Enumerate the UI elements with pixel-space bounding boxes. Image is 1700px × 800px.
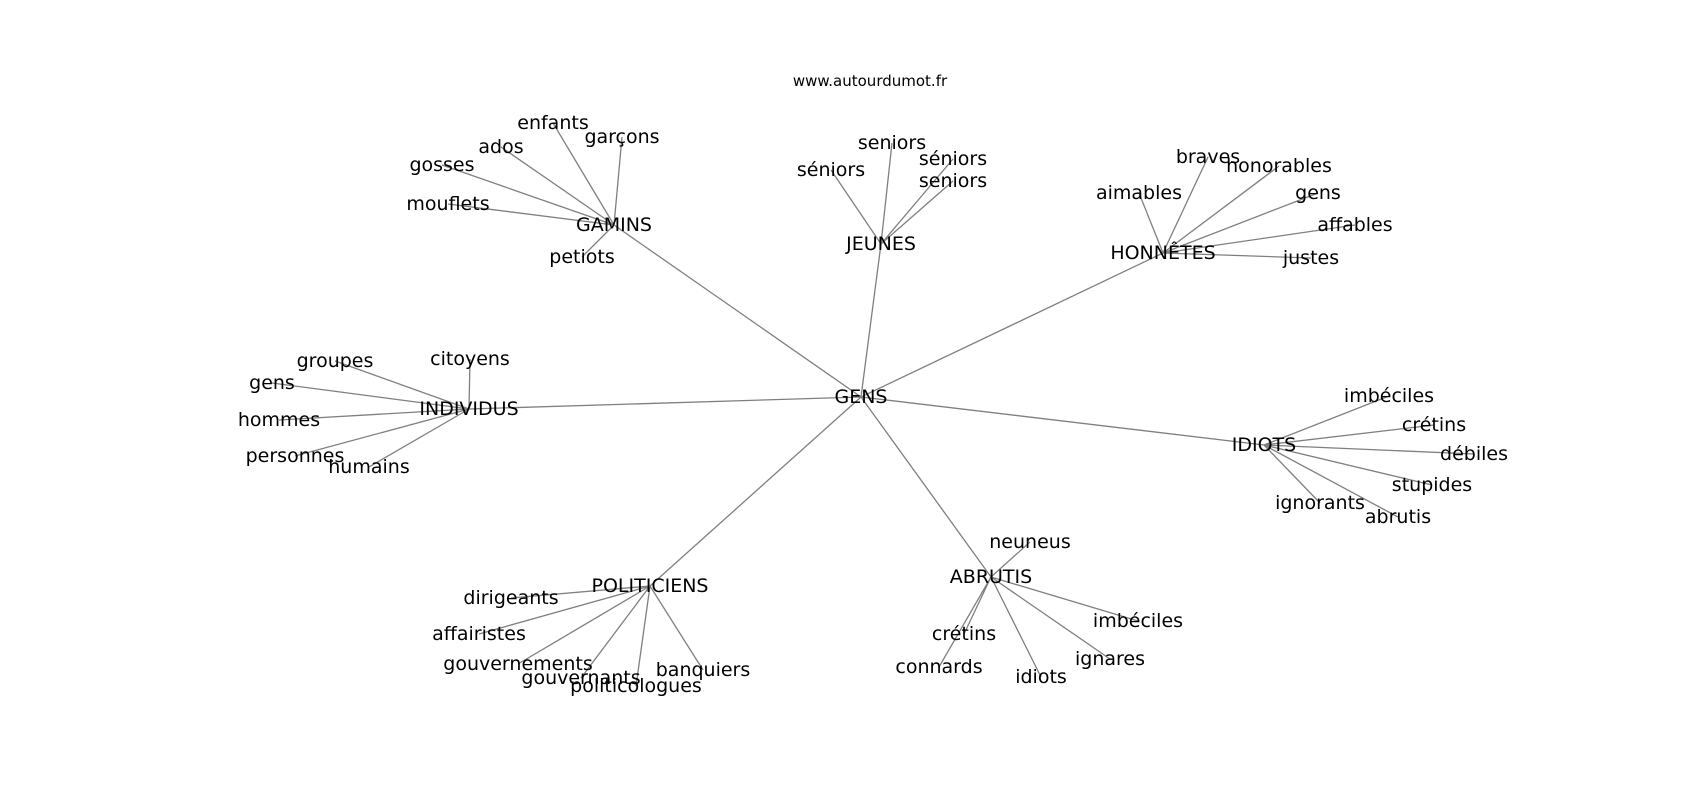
node-d_stupides: stupides xyxy=(1392,474,1472,496)
edge-individus-i_gens xyxy=(271,382,470,410)
edge-honnetes-h_justes xyxy=(1162,252,1312,259)
node-abrutis_hub: ABRUTIS xyxy=(950,566,1032,588)
edge-honnetes-h_affables xyxy=(1162,224,1356,254)
edge-politiciens-p_banquiers xyxy=(649,585,704,671)
edge-jeunes-j_seniors_acc1 xyxy=(830,169,882,245)
edge-jeunes-j_seniors2 xyxy=(880,180,954,245)
node-i_humains: humains xyxy=(328,456,409,478)
node-g_enfants: enfants xyxy=(517,112,588,134)
edge-gens_center-individus xyxy=(468,396,862,410)
node-p_banquiers: banquiers xyxy=(656,659,751,681)
node-jeunes: JEUNES xyxy=(845,233,916,255)
node-p_gouvernements: gouvernements xyxy=(443,653,592,675)
node-p_politicologues: politicologues xyxy=(570,675,702,697)
edge-gamins-g_ados xyxy=(500,146,615,226)
node-j_seniors_acc1: séniors xyxy=(797,159,865,181)
edge-gens_center-jeunes xyxy=(860,243,882,398)
node-i_groupes: groupes xyxy=(297,350,374,372)
node-g_petiots: petiots xyxy=(549,246,614,268)
edge-honnetes-h_honorables xyxy=(1162,165,1280,254)
edge-individus-i_citoyens xyxy=(468,358,471,410)
node-p_affairistes: affairistes xyxy=(432,623,526,645)
node-h_honorables: honorables xyxy=(1226,155,1332,177)
node-a_imbeciles: imbéciles xyxy=(1093,610,1183,632)
graph-edges xyxy=(271,122,1475,687)
edge-gamins-g_garcons xyxy=(613,136,623,226)
node-a_idiots: idiots xyxy=(1015,666,1067,688)
edge-idiots_hub-d_cretins xyxy=(1263,424,1435,446)
node-gamins: GAMINS xyxy=(576,214,652,236)
edge-individus-i_humains xyxy=(368,408,470,468)
edge-gens_center-honnetes xyxy=(860,252,1164,398)
edge-idiots_hub-d_stupides xyxy=(1263,444,1433,486)
graph-labels: GENS GAMINS JEUNES HONNÊTES INDIVIDUS IDIOTS P… xyxy=(238,112,1508,697)
edge-individus-i_groupes xyxy=(334,360,470,410)
edge-idiots_hub-d_imbeciles xyxy=(1263,395,1390,446)
edge-gamins-g_enfants xyxy=(552,122,615,226)
node-j_seniors2: seniors xyxy=(919,170,987,192)
node-g_gosses: gosses xyxy=(409,154,474,176)
edge-gens_center-gamins xyxy=(613,224,862,398)
node-individus: INDIVIDUS xyxy=(419,398,518,420)
node-politiciens: POLITICIENS xyxy=(592,575,709,597)
edge-honnetes-h_aimables xyxy=(1138,192,1164,254)
edge-abrutis_hub-a_ignares xyxy=(990,576,1111,660)
edge-jeunes-j_seniors_acc2 xyxy=(880,158,954,245)
edge-individus-i_hommes xyxy=(278,408,470,421)
node-d_imbeciles: imbéciles xyxy=(1344,385,1434,407)
edge-gamins-g_petiots xyxy=(581,224,615,258)
node-h_justes: justes xyxy=(1282,247,1339,269)
node-honnetes: HONNÊTES xyxy=(1110,241,1215,264)
node-h_aimables: aimables xyxy=(1096,182,1182,204)
node-i_citoyens: citoyens xyxy=(430,348,510,370)
node-a_ignares: ignares xyxy=(1075,648,1145,670)
node-i_gens: gens xyxy=(249,372,295,394)
edge-politiciens-p_dirigeants xyxy=(510,585,651,599)
edge-abrutis_hub-a_imbeciles xyxy=(990,576,1139,622)
edge-politiciens-p_affairistes xyxy=(478,585,651,635)
edge-gamins-g_gosses xyxy=(441,164,615,226)
edge-politiciens-p_politicologues xyxy=(635,585,651,687)
node-g_ados: ados xyxy=(478,136,523,158)
node-g_garcons: garçons xyxy=(584,126,659,148)
edge-jeunes-j_seniors1 xyxy=(880,142,893,245)
edge-idiots_hub-d_ignorants xyxy=(1263,444,1321,504)
node-a_cretins: crétins xyxy=(932,623,996,645)
node-d_abrutis: abrutis xyxy=(1365,506,1431,528)
node-i_hommes: hommes xyxy=(238,409,320,431)
edge-individus-i_personnes xyxy=(294,408,470,457)
node-idiots_hub: IDIOTS xyxy=(1232,434,1296,456)
source-watermark: www.autourdumot.fr xyxy=(792,72,948,90)
edge-honnetes-h_gens xyxy=(1162,192,1319,254)
node-d_ignorants: ignorants xyxy=(1275,492,1365,514)
node-a_neuneus: neuneus xyxy=(989,531,1070,553)
edge-abrutis_hub-a_idiots xyxy=(990,576,1042,678)
node-h_braves: braves xyxy=(1176,146,1240,168)
node-a_connards: connards xyxy=(895,656,982,678)
edge-politiciens-p_gouvernements xyxy=(517,585,651,665)
node-d_debiles: débiles xyxy=(1440,443,1508,465)
node-p_dirigeants: dirigeants xyxy=(463,587,558,609)
edge-honnetes-h_braves xyxy=(1162,156,1209,254)
edge-gens_center-idiots_hub xyxy=(860,396,1265,446)
node-g_mouflets: mouflets xyxy=(406,193,489,215)
edge-politiciens-p_gouvernants xyxy=(580,585,651,679)
edge-abrutis_hub-a_connards xyxy=(938,576,992,668)
node-h_gens: gens xyxy=(1295,182,1341,204)
edge-abrutis_hub-a_neuneus xyxy=(990,541,1031,578)
edge-gens_center-abrutis_hub xyxy=(860,396,992,578)
edge-idiots_hub-d_debiles xyxy=(1263,444,1475,455)
edge-idiots_hub-d_abrutis xyxy=(1263,444,1399,518)
node-j_seniors1: seniors xyxy=(858,132,926,154)
edge-gens_center-politiciens xyxy=(649,396,862,587)
node-d_cretins: crétins xyxy=(1402,414,1466,436)
node-p_gouvernants: gouvernants xyxy=(521,667,640,689)
node-j_seniors_acc2: séniors xyxy=(919,148,987,170)
node-gens_center: GENS xyxy=(834,386,887,408)
node-h_affables: affables xyxy=(1317,214,1392,236)
edge-gamins-g_mouflets xyxy=(447,203,615,226)
edge-abrutis_hub-a_cretins xyxy=(963,576,992,635)
node-i_personnes: personnes xyxy=(246,445,345,467)
